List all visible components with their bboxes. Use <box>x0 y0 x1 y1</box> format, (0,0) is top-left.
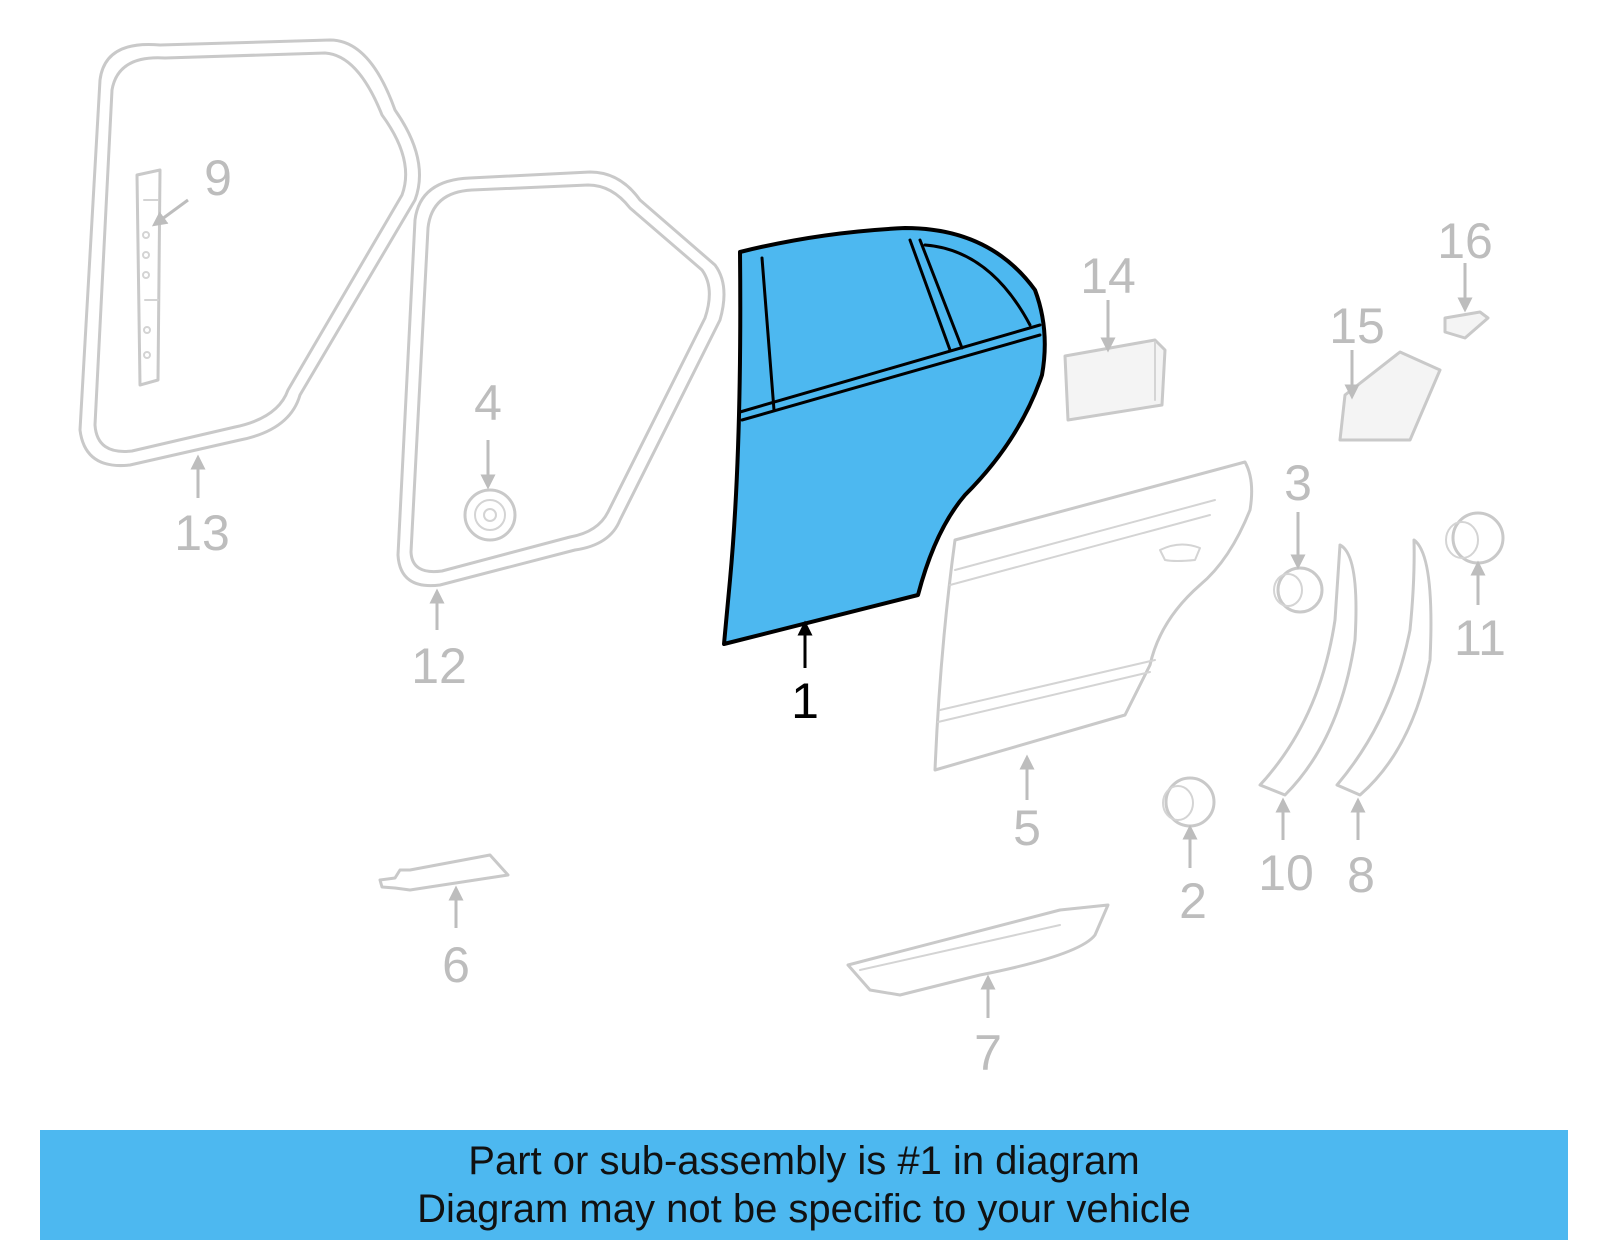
label-15: 15 <box>1329 298 1385 354</box>
callout-5: 5 <box>1013 754 1041 856</box>
callout-9: 9 <box>151 150 232 227</box>
part-4-grommet <box>463 488 517 542</box>
part-13-weatherstrip <box>78 38 421 468</box>
label-13: 13 <box>174 505 230 561</box>
callout-7: 7 <box>974 974 1002 1081</box>
label-4: 4 <box>474 375 502 431</box>
callout-8: 8 <box>1347 797 1375 903</box>
label-10: 10 <box>1258 845 1314 901</box>
label-9: 9 <box>204 150 232 206</box>
part-5-outer-panel <box>933 460 1254 772</box>
callout-12: 12 <box>411 588 467 694</box>
label-6: 6 <box>442 937 470 993</box>
callout-1: 1 <box>791 620 819 729</box>
callout-2: 2 <box>1179 824 1207 929</box>
part-10-moulding <box>1258 543 1358 797</box>
part-8-moulding <box>1335 538 1433 797</box>
label-11: 11 <box>1454 610 1506 666</box>
callout-13: 13 <box>174 454 230 561</box>
callout-10: 10 <box>1258 797 1314 901</box>
callout-3: 3 <box>1284 455 1312 570</box>
part-11-plug <box>1445 511 1505 565</box>
label-16: 16 <box>1437 213 1493 269</box>
callout-15: 15 <box>1329 298 1385 400</box>
banner-line-1: Part or sub-assembly is #1 in diagram <box>468 1139 1140 1183</box>
part-3-plug <box>1273 566 1324 614</box>
part-2-plug <box>1162 776 1216 828</box>
info-banner: Part or sub-assembly is #1 in diagram Di… <box>40 1130 1568 1240</box>
part-9-bracket <box>135 168 162 387</box>
label-7: 7 <box>974 1025 1002 1081</box>
label-12: 12 <box>411 638 467 694</box>
callout-6: 6 <box>442 885 470 993</box>
callout-14: 14 <box>1080 248 1136 353</box>
part-14-pad <box>1063 338 1167 422</box>
part-1-rear-door <box>722 226 1047 646</box>
part-12-weatherstrip <box>396 170 726 588</box>
part-16-clip <box>1443 310 1490 340</box>
label-1: 1 <box>791 673 819 729</box>
part-7-garnish <box>846 903 1110 997</box>
callout-11: 11 <box>1454 560 1506 666</box>
banner-line-2: Diagram may not be specific to your vehi… <box>417 1187 1191 1231</box>
callout-16: 16 <box>1437 213 1493 313</box>
callout-4: 4 <box>474 375 502 490</box>
label-8: 8 <box>1347 847 1375 903</box>
part-6-tube <box>378 853 510 892</box>
part-15-block <box>1338 350 1442 442</box>
label-3: 3 <box>1284 455 1312 511</box>
label-5: 5 <box>1013 800 1041 856</box>
parts-diagram: 1 2 3 4 5 6 7 8 9 10 11 12 <box>78 38 1506 1081</box>
label-2: 2 <box>1179 873 1207 929</box>
label-14: 14 <box>1080 248 1136 304</box>
